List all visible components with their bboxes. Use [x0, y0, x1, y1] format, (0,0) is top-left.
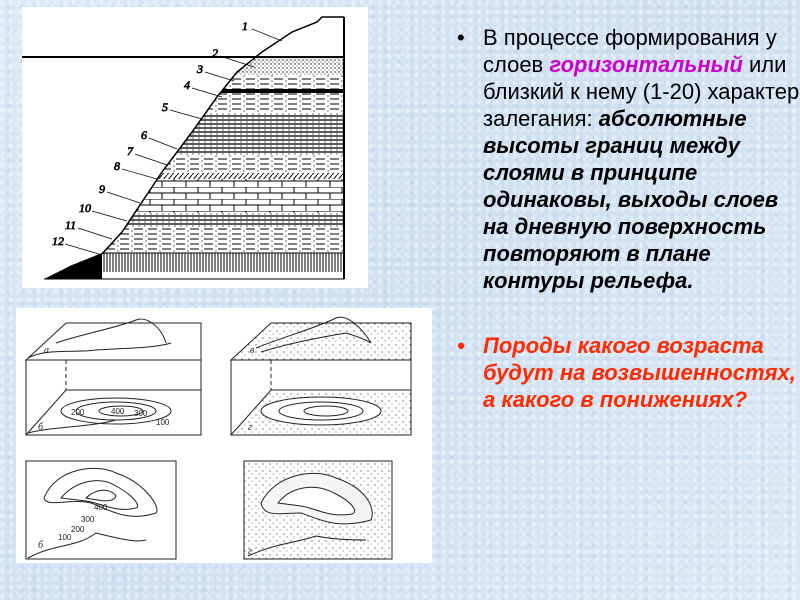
svg-text:г: г: [248, 422, 252, 433]
svg-text:3: 3: [196, 62, 203, 76]
bullet-emphasis-text: абсолютные высоты границ между слоями в …: [483, 106, 779, 293]
svg-text:4: 4: [184, 78, 190, 92]
svg-text:2: 2: [212, 46, 218, 60]
question-text: Породы какого возраста будут на возвышен…: [483, 333, 796, 412]
svg-text:100: 100: [58, 533, 72, 542]
bullet-question: • Породы какого возраста будут на возвыш…: [455, 332, 800, 413]
bullet-intro-text: В процессе формирования у слоев: [483, 25, 777, 77]
svg-text:9: 9: [99, 182, 105, 196]
svg-text:100: 100: [156, 418, 170, 427]
block-diagrams: а б в г б г 200 400 300 100 400 300 200 …: [24, 316, 412, 560]
bullet-icon: •: [457, 25, 465, 50]
svg-text:а: а: [44, 345, 49, 356]
svg-text:7: 7: [127, 144, 134, 158]
svg-text:в: в: [250, 345, 255, 356]
svg-text:12: 12: [52, 234, 64, 248]
strata-diagram: 1 2 3 4 5 6 7 8 9 10 11 12: [22, 16, 345, 280]
svg-text:400: 400: [111, 407, 125, 416]
svg-text:200: 200: [71, 525, 85, 534]
svg-text:б: б: [38, 422, 44, 433]
svg-text:11: 11: [65, 218, 76, 232]
bullet-horizontal-bedding: • В процессе формирования у слоев горизо…: [455, 24, 800, 294]
svg-text:1: 1: [242, 19, 248, 33]
bullet-icon: •: [457, 333, 465, 358]
svg-text:5: 5: [162, 100, 168, 114]
svg-text:10: 10: [79, 201, 91, 215]
slide-text-column: • В процессе формирования у слоев горизо…: [455, 24, 800, 413]
svg-text:6: 6: [141, 128, 147, 142]
svg-text:400: 400: [94, 503, 108, 512]
svg-text:б: б: [38, 540, 44, 551]
relief-block-diagrams-figure: а б в г б г 200 400 300 100 400 300 200 …: [16, 308, 432, 563]
bullet-middle-text: или близкий к нему (1-20) характер залег…: [483, 52, 800, 131]
svg-text:г: г: [248, 546, 252, 557]
svg-text:200: 200: [71, 408, 85, 417]
svg-text:300: 300: [134, 409, 148, 418]
svg-text:300: 300: [81, 515, 95, 524]
strata-cross-section-figure: 1 2 3 4 5 6 7 8 9 10 11 12: [22, 7, 368, 288]
highlight-term: горизонтальный: [549, 52, 743, 77]
svg-text:8: 8: [114, 159, 120, 173]
